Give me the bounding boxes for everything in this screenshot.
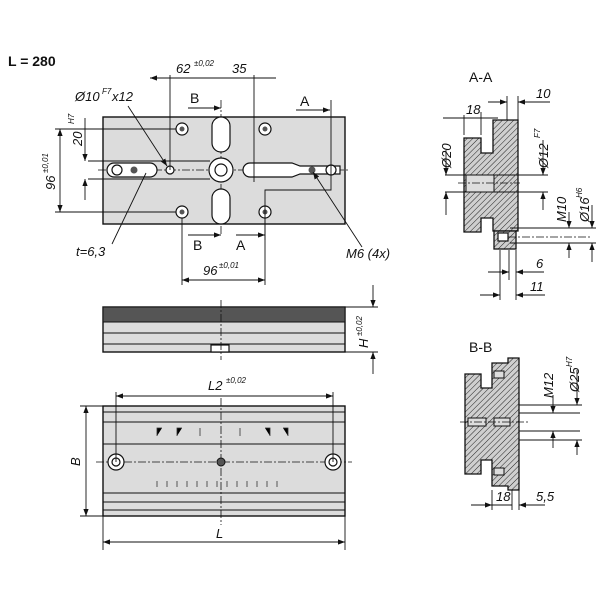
dim-18: 18 xyxy=(466,102,481,117)
svg-text:F7: F7 xyxy=(102,87,112,96)
thread-label: M6 (4x) xyxy=(346,246,390,261)
dim-d25: Ø25 xyxy=(567,367,582,393)
dim-6: 6 xyxy=(536,256,544,271)
dim-b: B xyxy=(68,457,83,466)
section-a-a: A-A Ø20 Ø12 F7 M10 Ø16 H6 18 10 6 xyxy=(439,69,596,300)
side-view: H ±0,02 xyxy=(102,285,378,374)
dim-18-bb: 18 xyxy=(496,489,511,504)
svg-text:±0,01: ±0,01 xyxy=(41,153,50,173)
dim-96-horizontal: 96 xyxy=(203,263,218,278)
dim-d12: Ø12 xyxy=(536,143,551,169)
svg-text:±0,02: ±0,02 xyxy=(226,376,247,385)
slot-top xyxy=(211,116,231,153)
dim-62: 62 xyxy=(176,61,191,76)
dim-l: L xyxy=(216,526,223,541)
bore-label: Ø10 xyxy=(74,89,100,104)
bottom-view: L2 ±0,02 B L xyxy=(68,376,352,550)
dim-d20: Ø20 xyxy=(439,143,454,169)
dim-96-vertical: 96 xyxy=(43,175,58,190)
dim-5-5: 5,5 xyxy=(536,489,555,504)
svg-text:H6: H6 xyxy=(575,187,584,198)
dim-l2: L2 xyxy=(208,378,223,393)
dim-d16: Ø16 xyxy=(577,197,592,223)
section-marker-a-bottom: A xyxy=(236,237,246,253)
svg-text:x12: x12 xyxy=(111,89,134,104)
section-marker-a-top: A xyxy=(300,93,310,109)
svg-text:H7: H7 xyxy=(67,113,76,124)
dim-35: 35 xyxy=(232,61,247,76)
dim-62-tol: ±0,02 xyxy=(194,59,215,68)
svg-text:±0,01: ±0,01 xyxy=(219,261,239,270)
svg-text:±0,02: ±0,02 xyxy=(355,315,364,336)
screw-holes xyxy=(175,122,272,219)
dim-m12: M12 xyxy=(541,372,556,398)
section-b-b: B-B M12 Ø25 H7 18 5,5 xyxy=(460,339,582,510)
section-aa-title: A-A xyxy=(469,69,493,85)
svg-text:F7: F7 xyxy=(533,128,542,138)
svg-text:H7: H7 xyxy=(565,356,574,367)
section-bb-title: B-B xyxy=(469,339,492,355)
scale-marks xyxy=(156,427,289,487)
thickness-label: t=6,3 xyxy=(76,244,106,259)
dim-m10: M10 xyxy=(554,196,569,222)
length-note: L = 280 xyxy=(8,53,56,69)
dim-11: 11 xyxy=(530,279,544,294)
dim-h: H xyxy=(356,338,371,348)
dim-20: 20 xyxy=(70,131,85,147)
dim-10: 10 xyxy=(536,86,551,101)
top-view: 62 ±0,02 35 Ø10 F7 x12 20 H7 96 ±0,01 96… xyxy=(41,59,390,285)
section-marker-b-top: B xyxy=(190,90,199,106)
slot-bottom xyxy=(211,188,231,225)
section-marker-b-bottom: B xyxy=(193,237,202,253)
